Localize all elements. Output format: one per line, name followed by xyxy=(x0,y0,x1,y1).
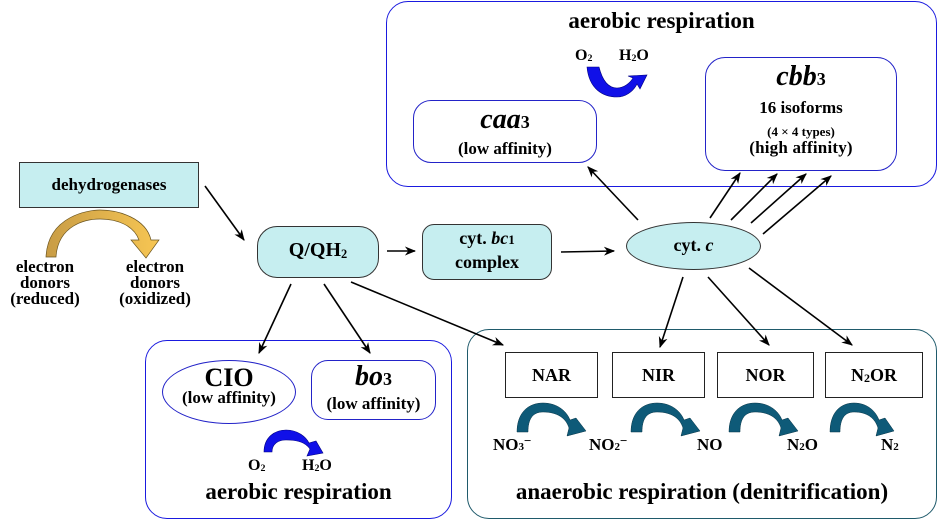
arrow-bc1-to-cytc xyxy=(560,246,616,256)
arrow-quinone-to-cio xyxy=(258,283,292,355)
bo3-oxidase: bo3 (low affinity) xyxy=(311,360,436,420)
arrow-dehydrogenases-to-quinone xyxy=(204,185,245,241)
cyt-bc1-label: cyt. bc1 xyxy=(459,228,515,248)
arrow-cytc-to-n2or xyxy=(748,267,853,346)
bo3-name: bo xyxy=(355,361,383,392)
species-nitric-oxide: NO xyxy=(697,435,723,454)
cio-name: CIO xyxy=(204,363,254,392)
enzyme-nor: NOR xyxy=(717,352,814,398)
nir-reaction-arrow xyxy=(630,402,701,437)
dehydrogenases-box: dehydrogenases xyxy=(19,162,199,208)
caa3-oxidase: caa3 (low affinity) xyxy=(413,100,597,163)
cbb3-isoforms: 16 isoforms xyxy=(759,98,843,117)
cio-affinity: (low affinity) xyxy=(182,388,276,407)
electron-donors-oxidized: electron donors (oxidized) xyxy=(119,257,191,308)
bottom-reaction-substrate: O2 xyxy=(248,457,266,475)
arrow-cytc-to-nor xyxy=(707,276,770,346)
species-dinitrogen: N2 xyxy=(881,435,899,454)
arrow-cytc-to-cbb3-3 xyxy=(750,173,807,224)
cbb3-name: cbb xyxy=(776,61,817,92)
caa3-affinity: (low affinity) xyxy=(458,139,552,158)
arrow-cytc-to-caa3 xyxy=(587,166,639,221)
cyt-bc1-complex-node: cyt. bc1 complex xyxy=(422,224,552,280)
arrow-cytc-to-cbb3-2 xyxy=(730,173,778,221)
bo3-affinity: (low affinity) xyxy=(326,394,421,413)
bottom-reaction-product: H2O xyxy=(302,457,332,475)
arrow-cytc-to-cbb3-4 xyxy=(762,175,832,235)
top-aerobic-panel xyxy=(386,1,937,187)
species-nitrate: NO3− xyxy=(493,433,532,454)
top-oxygen-reduction-arrow xyxy=(586,66,648,98)
quinone-pool-node: Q/QH2 xyxy=(257,226,379,278)
caa3-name: caa xyxy=(480,104,521,135)
denitrification-title: anaerobic respiration (denitrification) xyxy=(515,479,889,504)
arrow-quinone-to-nar xyxy=(350,281,505,346)
top-panel-title: aerobic respiration xyxy=(568,8,755,33)
nor-reaction-arrow xyxy=(728,402,799,437)
cytochrome-c-label: cyt. c xyxy=(673,235,714,255)
n2or-reaction-arrow xyxy=(829,402,895,437)
nar-reaction-arrow xyxy=(516,402,587,437)
arrow-cytc-to-cbb3-1 xyxy=(709,172,741,219)
species-nitrite: NO2− xyxy=(589,433,628,454)
cyt-bc1-complex-label: complex xyxy=(455,252,519,272)
top-reaction-substrate: O2 xyxy=(575,47,593,65)
bottom-aerobic-panel xyxy=(145,340,452,519)
enzyme-nir: NIR xyxy=(612,352,705,398)
electron-donor-curved-arrow xyxy=(45,209,160,259)
bottom-aerobic-title: aerobic respiration xyxy=(205,479,392,504)
denitrification-panel xyxy=(467,329,937,519)
cbb3-affinity: (high affinity) xyxy=(749,138,853,157)
quinone-label: Q/QH2 xyxy=(288,239,348,261)
dehydrogenases-label: dehydrogenases xyxy=(51,175,167,194)
top-reaction-product: H2O xyxy=(619,47,649,65)
cbb3-types: (4 × 4 types) xyxy=(767,124,835,139)
cbb3-oxidase: cbb3 16 isoforms (4 × 4 types) (high aff… xyxy=(705,57,897,171)
species-nitrous-oxide: N2O xyxy=(787,435,819,454)
cio-oxidase: CIO (low affinity) xyxy=(162,360,296,424)
bottom-oxygen-reduction-arrow xyxy=(263,429,324,457)
enzyme-nar: NAR xyxy=(505,352,598,398)
arrow-cytc-to-nir xyxy=(658,276,684,349)
cytochrome-c-node: cyt. c xyxy=(626,222,761,270)
electron-donors-reduced: electron donors (reduced) xyxy=(10,257,80,308)
arrow-quinone-to-bo3 xyxy=(323,283,371,354)
